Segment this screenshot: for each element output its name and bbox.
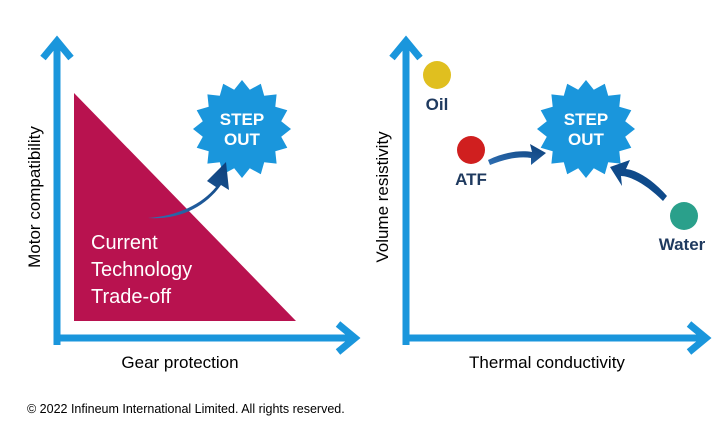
right-axes [389,35,712,355]
atf-label: ATF [455,170,487,189]
left-axes [40,35,361,355]
badge-left-line-1: STEP [220,110,264,129]
atf-point [457,136,485,164]
copyright-footer: © 2022 Infineum International Limited. A… [27,402,345,416]
triangle-line-2: Technology [91,259,192,281]
right-x-axis-label: Thermal conductivity [469,353,625,372]
step-out-arrow-water [610,160,667,201]
triangle-line-1: Current [91,232,158,254]
left-y-axis-arrowhead [40,35,74,61]
oil-label: Oil [426,95,449,114]
badge-left-line-2: OUT [224,130,261,149]
triangle-line-3: Trade-off [91,286,171,308]
oil-point [423,61,451,89]
left-y-axis-label: Motor compatibility [25,126,44,268]
badge-right-line-2: OUT [568,130,605,149]
right-panel: Oil ATF Water STEP OUT Volume resistivit… [373,35,712,372]
left-x-axis-label: Gear protection [121,353,238,372]
step-out-arrow-left [148,162,229,219]
badge-right-line-1: STEP [564,110,608,129]
left-x-axis-arrowhead [335,321,361,355]
step-out-arrow-atf [488,144,546,165]
left-panel: Current Technology Trade-off STEP OUT Mo… [25,35,361,372]
trade-off-triangle [74,93,296,321]
water-label: Water [659,235,706,254]
step-out-badge-right [537,80,635,178]
right-y-axis-label: Volume resistivity [373,131,392,263]
water-point [670,202,698,230]
right-x-axis-arrowhead [686,321,712,355]
right-y-axis-arrowhead [389,35,423,61]
step-out-badge-left [193,80,291,178]
